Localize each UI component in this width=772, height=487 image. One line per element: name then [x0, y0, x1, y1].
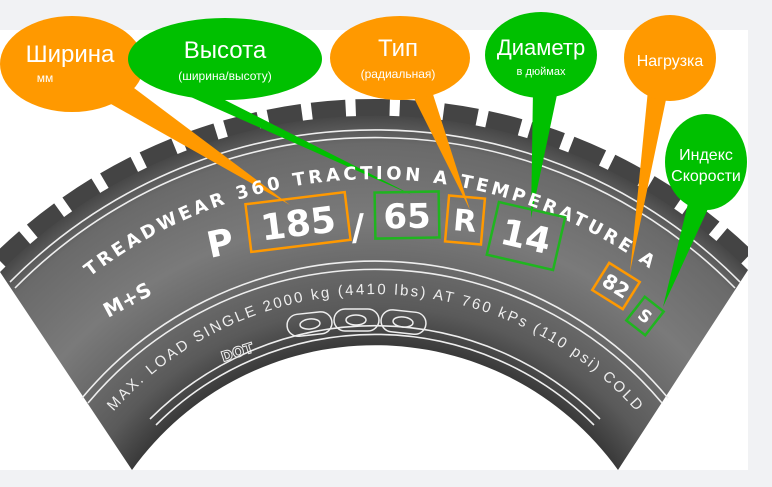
callout-type-title: Тип	[378, 35, 418, 62]
callout-speed-title: Индекс	[679, 147, 733, 164]
callout-width-subtitle: мм	[37, 71, 54, 85]
tread-blocks	[0, 99, 748, 268]
width-box: 185	[244, 190, 352, 254]
callout-load-tail	[630, 90, 668, 272]
callout-width-tail	[95, 85, 290, 205]
callout-speed: Индекс Скорости	[665, 114, 747, 210]
callout-height-title: Высота	[184, 37, 267, 64]
construction-box: R	[443, 194, 487, 246]
callout-type-subtitle: (радиальная)	[361, 67, 436, 81]
callout-speed-subtitle: Скорости	[671, 168, 741, 185]
callout-diameter-tail	[531, 90, 558, 218]
callout-load: Нагрузка	[624, 15, 716, 101]
callout-width-title: Ширина	[26, 41, 115, 68]
callout-diameter-subtitle: в дюймах	[517, 66, 566, 78]
callout-type-tail	[410, 85, 470, 210]
tire-construction: R	[452, 203, 478, 240]
tire-slash: /	[350, 207, 366, 249]
callout-height-tail	[175, 90, 412, 195]
aspect-box: 65	[373, 190, 441, 240]
callout-diameter-title: Диаметр	[497, 35, 585, 60]
sidewall-lines	[9, 129, 741, 426]
callout-speed-tail	[663, 195, 712, 307]
callout-width: Ширина мм	[0, 16, 144, 112]
callout-tails	[95, 85, 712, 307]
callout-diameter: Диаметр в дюймах	[485, 12, 597, 98]
tire-aspect: 65	[383, 197, 431, 238]
tire-sidewall	[0, 115, 748, 470]
tire-width: 185	[259, 200, 339, 250]
callout-type: Тип (радиальная)	[330, 16, 470, 100]
callout-height-subtitle: (ширина/высоту)	[178, 69, 272, 83]
tire	[0, 99, 748, 470]
dot-code-ovals	[286, 308, 427, 338]
callout-load-title: Нагрузка	[637, 53, 704, 70]
callout-height: Высота (ширина/высоту)	[128, 18, 322, 100]
